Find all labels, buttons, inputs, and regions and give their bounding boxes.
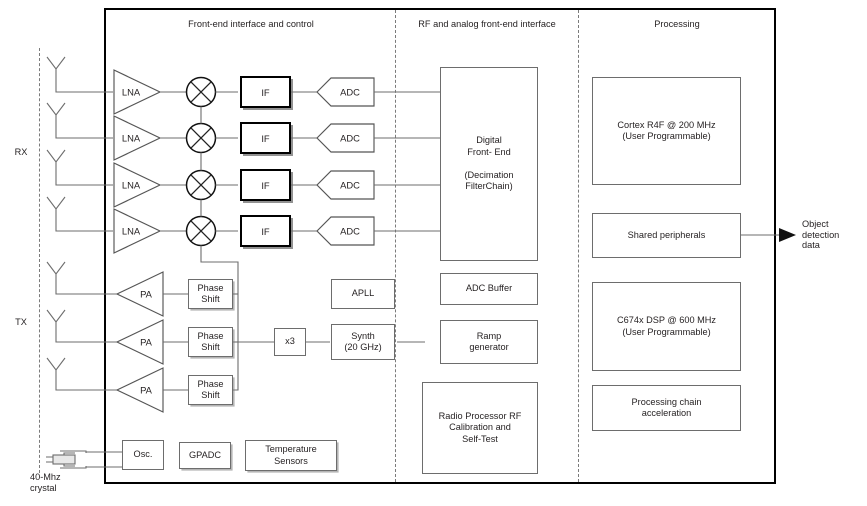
if-block-4: IF: [240, 215, 291, 247]
adc-block-4: ADC: [316, 216, 375, 246]
if-block-2: IF: [240, 122, 291, 154]
column-heading-processing: Processing: [654, 18, 700, 29]
svg-text:LNA: LNA: [122, 179, 141, 190]
svg-text:LNA: LNA: [122, 86, 141, 97]
svg-text:PA: PA: [140, 288, 153, 299]
lna-block-3: LNA: [113, 162, 162, 208]
c674x-dsp-block: C674x DSP @ 600 MHz (User Programmable): [592, 282, 741, 371]
processing-chain-acceleration-block: Processing chain acceleration: [592, 385, 741, 431]
side-label-rx: RX: [14, 146, 28, 157]
phase-shift-block-1: Phase Shift: [188, 279, 233, 309]
adc-block-2: ADC: [316, 123, 375, 153]
side-label-tx: TX: [15, 316, 27, 327]
svg-text:PA: PA: [140, 336, 153, 347]
antenna-icon-tx-2: [46, 309, 117, 343]
if-block-3: IF: [240, 169, 291, 201]
rx-tx-boundary-dashed: [39, 48, 40, 473]
shared-peripherals-block: Shared peripherals: [592, 213, 741, 258]
lna-block-2: LNA: [113, 115, 162, 161]
pa-block-3: PA: [115, 367, 164, 413]
object-detection-output-label: Object detection data: [802, 218, 840, 251]
svg-text:PA: PA: [140, 384, 153, 395]
osc-block: Osc.: [122, 440, 164, 470]
if-block-1: IF: [240, 76, 291, 108]
antenna-icon-rx-1: [46, 56, 113, 93]
svg-text:LNA: LNA: [122, 132, 141, 143]
adc-buffer-block: ADC Buffer: [440, 273, 538, 305]
column-heading-front-end: Front-end interface and control: [188, 18, 314, 29]
crystal-label: 40-Mhz crystal: [30, 472, 61, 493]
mixer-icon-1: [185, 76, 217, 108]
antenna-icon-rx-3: [46, 149, 113, 186]
synth-block: Synth (20 GHz): [331, 324, 395, 360]
lna-block-4: LNA: [113, 208, 162, 254]
mixer-icon-2: [185, 122, 217, 154]
antenna-icon-rx-4: [46, 196, 113, 232]
pa-block-1: PA: [115, 271, 164, 317]
column-heading-rf-analog: RF and analog front-end interface: [418, 18, 556, 29]
antenna-icon-tx-3: [46, 357, 117, 391]
svg-text:ADC: ADC: [340, 132, 360, 143]
phase-shift-block-3: Phase Shift: [188, 375, 233, 405]
arrow-right-icon-output: [779, 228, 796, 242]
svg-text:ADC: ADC: [340, 225, 360, 236]
adc-block-3: ADC: [316, 170, 375, 200]
radio-processor-block: Radio Processor RF Calibration and Self-…: [422, 382, 538, 474]
antenna-icon-rx-2: [46, 102, 113, 139]
pa-block-2: PA: [115, 319, 164, 365]
phase-shift-block-2: Phase Shift: [188, 327, 233, 357]
apll-block: APLL: [331, 279, 395, 309]
svg-text:ADC: ADC: [340, 179, 360, 190]
cortex-r4f-block: Cortex R4F @ 200 MHz (User Programmable): [592, 77, 741, 185]
svg-text:LNA: LNA: [122, 225, 141, 236]
mixer-icon-3: [185, 169, 217, 201]
x3-block: x3: [274, 328, 306, 356]
antenna-icon-tx-1: [46, 261, 117, 295]
gpadc-block: GPADC: [179, 442, 231, 469]
ramp-generator-block: Ramp generator: [440, 320, 538, 364]
mixer-icon-4: [185, 215, 217, 247]
crystal-icon: [46, 450, 122, 469]
temperature-sensors-block: Temperature Sensors: [245, 440, 337, 471]
digital-front-end-block: Digital Front- End (Decimation FilterCha…: [440, 67, 538, 261]
svg-text:ADC: ADC: [340, 86, 360, 97]
adc-block-1: ADC: [316, 77, 375, 107]
column-divider-1: [395, 10, 396, 482]
lna-block-1: LNA: [113, 69, 162, 115]
column-divider-2: [578, 10, 579, 482]
